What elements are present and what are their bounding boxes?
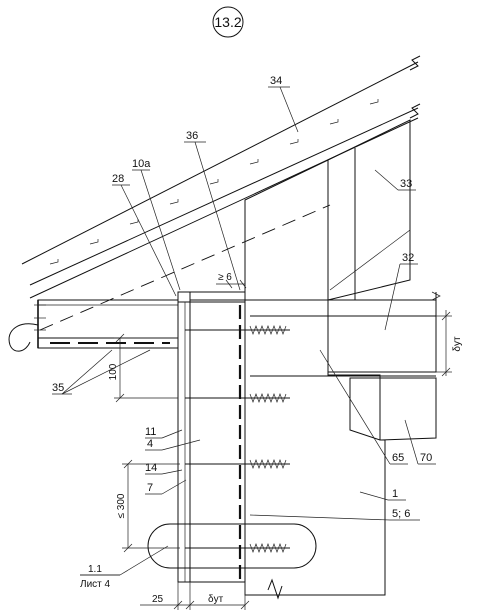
callout-35: 35 <box>52 382 64 394</box>
callout-1: 1 <box>392 488 398 500</box>
ceiling-slab <box>250 291 441 441</box>
dim-300: ≤ 300 <box>116 493 127 518</box>
callout-14: 14 <box>145 462 157 474</box>
callout-36: 36 <box>186 130 198 142</box>
callout-34: 34 <box>270 75 282 87</box>
detail-number: 13.2 <box>214 14 241 30</box>
dim-25: 25 <box>152 594 164 605</box>
callout-labels: 34 36 10a 28 33 32 35 11 4 14 7 65 70 1 … <box>52 75 463 605</box>
roof-covering <box>21 55 421 331</box>
callout-4: 4 <box>147 438 153 450</box>
detail-number-marker: 13.2 <box>212 6 244 38</box>
leader-lines <box>52 86 436 576</box>
dimension-lines <box>114 279 452 610</box>
callout-65: 65 <box>392 452 404 464</box>
callout-70: 70 <box>420 452 432 464</box>
anchors <box>185 325 290 553</box>
ref-detail: 1.1 <box>88 564 102 575</box>
callout-7: 7 <box>147 482 153 494</box>
dim-100: 100 <box>108 363 119 380</box>
dim-delta-bottom: δут <box>208 594 224 605</box>
brick-wall <box>244 159 386 600</box>
detail-reference-oval <box>147 523 317 569</box>
callout-11: 11 <box>145 426 156 438</box>
dim-delta-right: δут <box>452 336 463 352</box>
callout-32: 32 <box>402 252 414 264</box>
callout-10a: 10a <box>132 158 151 170</box>
callout-33: 33 <box>400 178 412 190</box>
rafter <box>327 119 420 301</box>
ref-sheet: Лист 4 <box>80 579 111 590</box>
callout-5-6: 5; 6 <box>392 508 410 520</box>
dim-gap: ≥ 6 <box>218 272 232 283</box>
callout-28: 28 <box>112 173 124 185</box>
eaves-soffit <box>8 299 179 352</box>
facade-system <box>177 291 246 583</box>
